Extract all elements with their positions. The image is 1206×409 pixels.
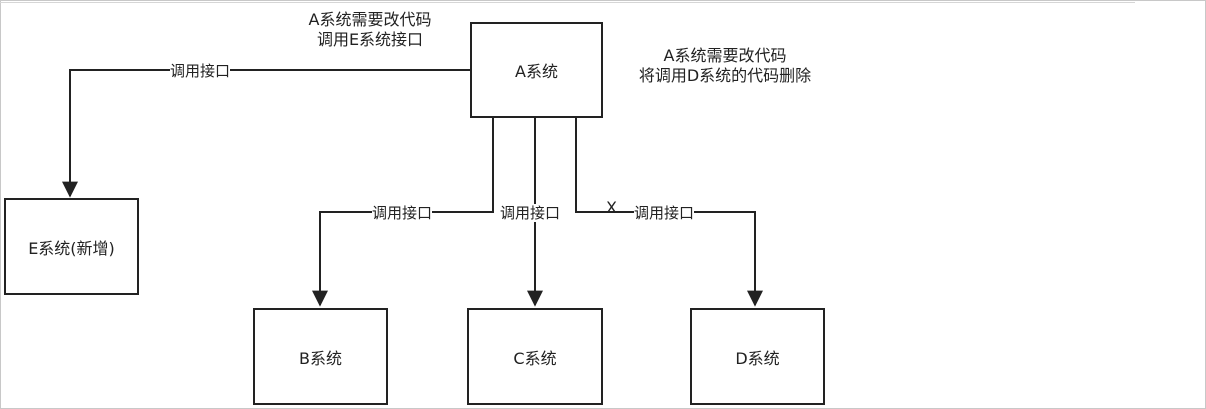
note-left-line2: 调用E系统接口	[316, 30, 424, 49]
node-d-system: D系统	[690, 308, 825, 405]
edge-label-a-to-e: 调用接口	[170, 62, 231, 80]
node-e-system: E系统(新增)	[4, 198, 139, 295]
note-left: A系统需要改代码 调用E系统接口	[300, 10, 440, 50]
node-d-label: D系统	[735, 348, 780, 368]
node-b-label: B系统	[299, 348, 342, 368]
edge-label-a-to-d: 调用接口	[634, 204, 695, 222]
node-c-system: C系统	[467, 308, 603, 405]
edge-label-a-to-b: 调用接口	[372, 204, 433, 222]
edge-label-a-to-c: 调用接口	[500, 204, 561, 222]
node-a-label: A系统	[515, 62, 558, 81]
note-left-line1: A系统需要改代码	[308, 10, 432, 29]
node-b-system: B系统	[253, 308, 388, 405]
edge-a-to-e	[62, 69, 470, 198]
node-a-system: A系统	[470, 22, 603, 118]
node-c-label: C系统	[513, 348, 557, 368]
top-divider	[0, 2, 1135, 3]
removed-call-mark: X	[606, 198, 617, 217]
note-right: A系统需要改代码 将调用D系统的代码删除	[620, 46, 830, 86]
note-right-line2: 将调用D系统的代码删除	[638, 66, 812, 85]
note-right-line1: A系统需要改代码	[663, 46, 787, 65]
node-e-label: E系统(新增)	[28, 238, 115, 258]
